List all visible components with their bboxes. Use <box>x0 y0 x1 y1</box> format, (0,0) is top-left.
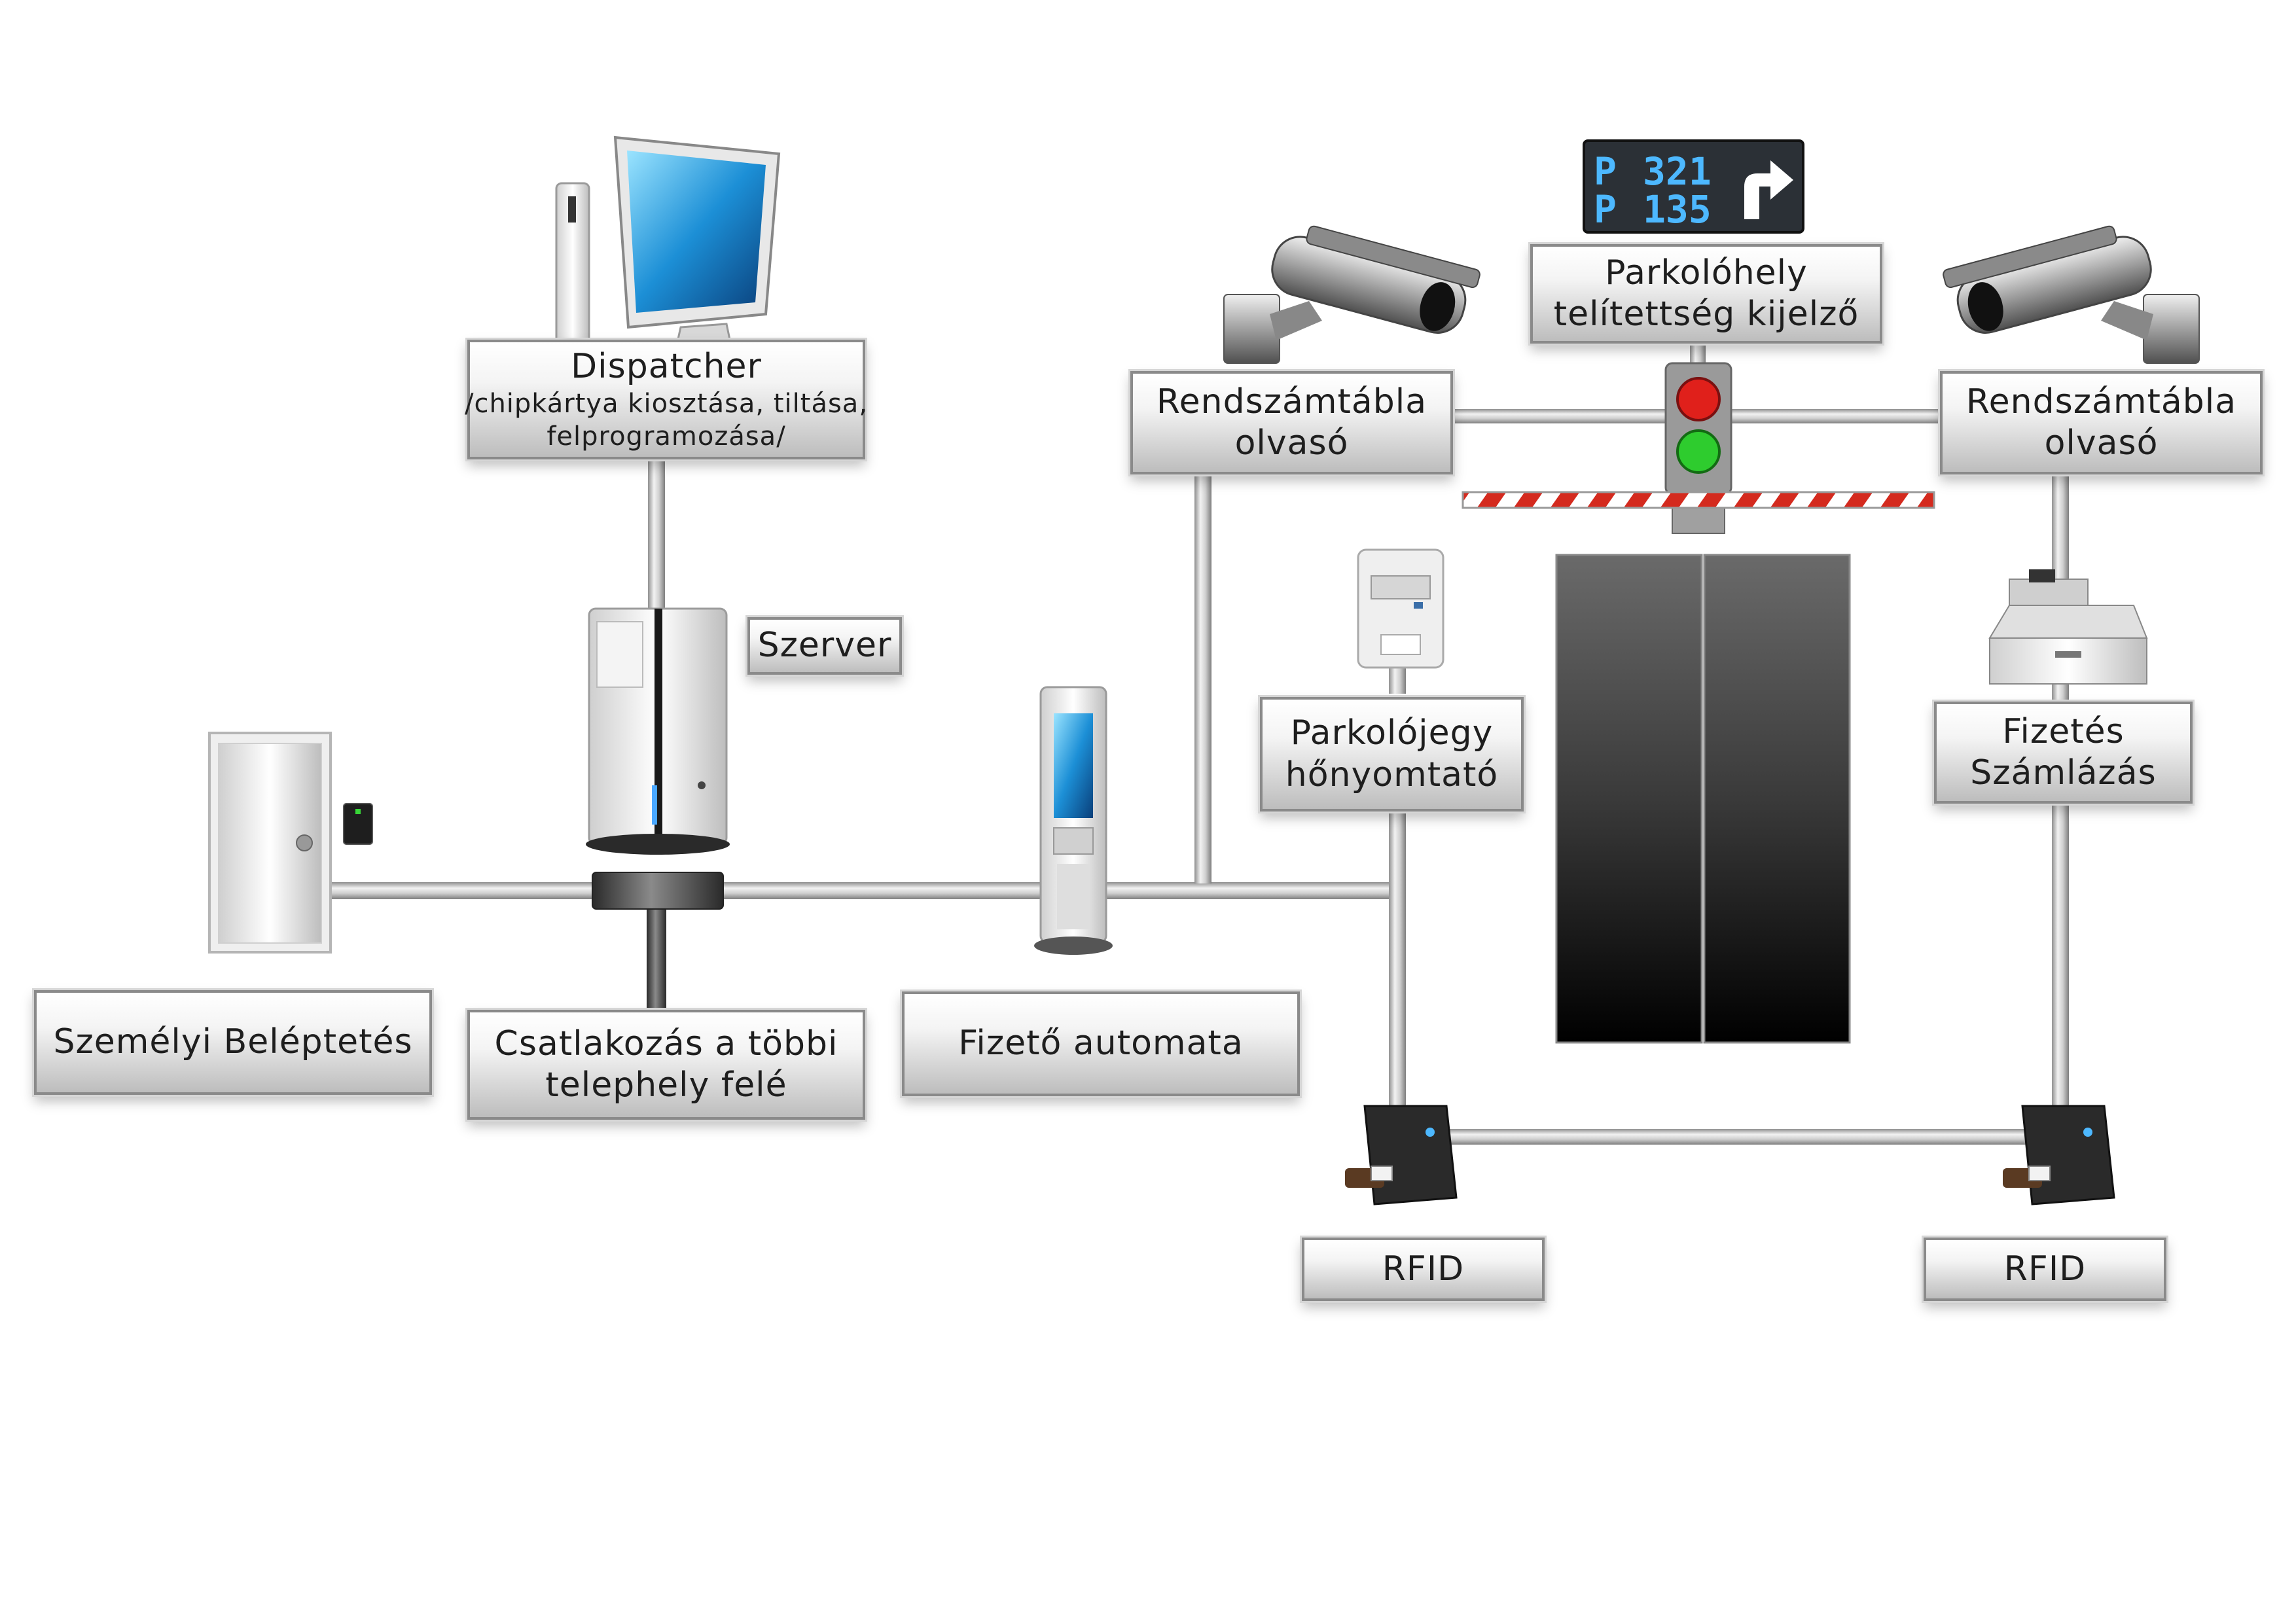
csatlakozas-line1: Csatlakozás a többi <box>494 1024 838 1063</box>
parkolojegy-line1: Parkolójegy <box>1290 713 1494 753</box>
rfid-left-text: RFID <box>1382 1249 1465 1289</box>
sign-row1-letter: P <box>1594 149 1617 194</box>
main-bus-pipe <box>327 882 1401 899</box>
cctv-camera-icon-right <box>1943 225 2200 364</box>
rendszam-right-line1: Rendszámtábla <box>1965 382 2237 421</box>
fizetes-line1: Fizetés <box>2002 711 2125 751</box>
rfid-left-label: RFID <box>1302 1238 1545 1301</box>
csatlakozas-line2: telephely felé <box>545 1065 787 1105</box>
payment-kiosk-icon <box>1034 686 1113 955</box>
sign-row1-number: 321 <box>1643 149 1712 194</box>
turn-right-arrow-icon <box>1744 160 1793 219</box>
parkolojegy-line2: hőnyomtató <box>1285 755 1499 794</box>
cash-register-icon <box>1988 569 2148 685</box>
sign-row2-letter: P <box>1594 187 1617 232</box>
traffic-light-icon <box>1664 362 1732 534</box>
szemelyi-label: Személyi Beléptetés <box>34 990 432 1095</box>
csatlakozas-label: Csatlakozás a többi telephely felé <box>467 1010 865 1120</box>
left-camera-pipe <box>1194 471 1211 883</box>
printer-pipe <box>1389 798 1406 1126</box>
parkolohely-line2: telítettség kijelző <box>1553 294 1859 334</box>
rfid-reader-icon-right <box>2003 1105 2115 1205</box>
fizeto-label: Fizető automata <box>902 991 1300 1096</box>
dispatcher-subtitle-line1: /chipkártya kiosztása, tiltása, <box>464 389 869 419</box>
gate-icon <box>1555 554 1851 1044</box>
occupancy-display-sign: P 321 P 135 <box>1583 139 1804 234</box>
rendszam-right-line2: olvasó <box>2044 423 2159 463</box>
rendszam-left-label: Rendszámtábla olvasó <box>1130 371 1453 474</box>
szerver-label: Szerver <box>747 617 902 675</box>
rfid-right-label: RFID <box>1924 1238 2166 1301</box>
rendszam-right-label: Rendszámtábla olvasó <box>1940 371 2263 474</box>
parkolojegy-label: Parkolójegy hőnyomtató <box>1260 697 1524 812</box>
rfid-link-pipe <box>1450 1129 2026 1145</box>
dispatcher-pipe <box>648 458 665 615</box>
fizeto-text: Fizető automata <box>958 1024 1244 1063</box>
dispatcher-label: Dispatcher /chipkártya kiosztása, tiltás… <box>464 340 869 459</box>
fizetes-line2: Számlázás <box>1970 753 2157 793</box>
rendszam-left-line2: olvasó <box>1234 423 1349 463</box>
fizetes-label: Fizetés Számlázás <box>1934 702 2193 804</box>
rfid-reader-icon-left <box>1345 1105 1458 1205</box>
rfid-right-text: RFID <box>2003 1249 2087 1289</box>
cctv-camera-icon-left <box>1223 225 1480 364</box>
network-junction <box>592 872 724 910</box>
door-icon <box>208 732 332 954</box>
parkolohely-label: Parkolóhely telítettség kijelző <box>1530 244 1882 344</box>
server-icon <box>586 607 730 855</box>
dispatcher-title: Dispatcher <box>571 346 762 386</box>
rendszam-left-line1: Rendszámtábla <box>1156 382 1427 421</box>
barrier-icon <box>1462 491 1935 509</box>
dispatcher-subtitle-line2: felprogramozása/ <box>547 421 786 452</box>
szemelyi-text: Személyi Beléptetés <box>53 1022 413 1062</box>
parkolohely-line1: Parkolóhely <box>1605 253 1808 293</box>
ticket-printer-icon <box>1357 548 1444 669</box>
szerver-text: Szerver <box>757 626 892 666</box>
sign-row2-number: 135 <box>1643 187 1712 232</box>
card-reader-icon <box>343 803 373 845</box>
